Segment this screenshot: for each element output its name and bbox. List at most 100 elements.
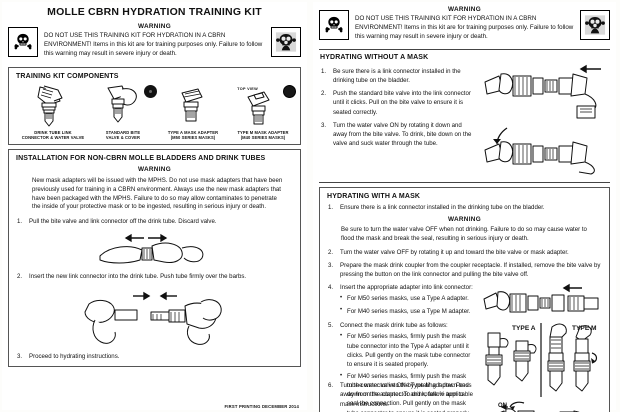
skull-and-crossbones-icon [8, 27, 38, 57]
divider [319, 48, 610, 50]
type-a-type-m-figure: TYPE A TYPE M ON [485, 323, 598, 412]
without-mask-content: 1. Be sure there is a link connector ins… [320, 64, 609, 152]
warning-text: DO NOT USE THIS TRAINING KIT FOR HYDRATI… [355, 15, 574, 40]
installation-steps-3: 3. Proceed to hydrating instructions. [16, 352, 293, 361]
top-warning-band-right: WARNING DO NOT USE THIS TRAINING KIT FOR… [313, 2, 616, 46]
installation-steps: 1. Pull the bite valve and link connecto… [16, 217, 293, 226]
step-number: 3. [17, 352, 23, 360]
without-mask-step: 2. Push the standard bite valve into the… [320, 89, 477, 116]
type-a-label: TYPE A [512, 325, 536, 332]
step-text: Push the standard bite valve into the li… [333, 90, 471, 116]
with-mask-step-1: 1. Ensure there is a link connector inst… [327, 203, 602, 212]
step-text: Be sure there is a link connector instal… [333, 67, 461, 85]
page-left: MOLLE CBRN HYDRATION TRAINING KIT [2, 2, 307, 410]
with-mask-step-6: 6. Turn the water valve ON by rotating i… [327, 381, 479, 408]
step-text: Connect the mask drink tube as follows: [340, 322, 448, 330]
step-text: Prepare the mask drink coupler from the … [340, 262, 601, 279]
adapter-top-view-disc [283, 84, 296, 98]
warning-heading: WARNING [138, 23, 171, 30]
with-mask-step-4-block: 4. Insert the appropriate adapter into l… [327, 283, 602, 319]
installation-warning-text: New mask adapters will be issued with th… [32, 176, 283, 211]
training-kit-components-box: TRAINING KIT COMPONENTS [8, 66, 301, 145]
adapter-top-view-disc [144, 84, 157, 98]
component-item: TOP VIEW [228, 83, 298, 141]
installation-step: 2. Insert the new link connector into th… [16, 272, 293, 281]
step-4-bullets: For M50 series masks, use a Type A adapt… [340, 294, 478, 315]
top-view-label: TOP VIEW [237, 86, 258, 91]
component-item: DRINK TUBE LINK CONNECTOR & WATER VALVE [18, 83, 88, 141]
component-label: TYPE A MASK ADAPTER (M50 SERIES MASKS) [167, 129, 219, 141]
component-label: DRINK TUBE LINK CONNECTOR & WATER VALVE [21, 129, 85, 141]
step-number: 5. [328, 322, 334, 330]
step-number: 2. [17, 273, 23, 281]
without-mask-steps: 1. Be sure there is a link connector ins… [320, 67, 477, 148]
warning-text: DO NOT USE THIS TRAINING KIT FOR HYDRATI… [44, 32, 263, 57]
with-mask-step: 1. Ensure there is a link connector inst… [327, 203, 602, 212]
bullet-item: For M50 series masks, firmly push the ma… [340, 332, 476, 369]
step-text: Turn the water valve OFF by rotating it … [340, 248, 569, 256]
with-mask-warning-text: Be sure to turn the water valve OFF when… [341, 226, 587, 243]
step-text: Ensure there is a link connector install… [340, 204, 545, 212]
step-number: 2. [328, 248, 334, 256]
bullet-item: For M40 series masks, use a Type M adapt… [340, 306, 478, 316]
skull-and-crossbones-icon [319, 10, 349, 40]
hydrating-with-mask-box: HYDRATING WITH A MASK 1. Ensure there is… [319, 187, 610, 412]
bullet-item: For M50 series masks, use a Type A adapt… [340, 294, 478, 303]
component-item: STANDARD BITE VALVE & COVER [88, 83, 158, 141]
step-text: Proceed to hydrating instructions. [29, 352, 120, 360]
step-number: 1. [321, 67, 327, 75]
component-item: TYPE A MASK ADAPTER (M50 SERIES MASKS) [144, 83, 228, 141]
installation-box: INSTALLATION FOR NON-CBRN MOLLE BLADDERS… [8, 148, 301, 367]
step-text: Insert the new link connector into the d… [29, 273, 247, 281]
with-mask-step: 4. Insert the appropriate adapter into l… [327, 283, 478, 292]
cbrn-gas-mask-icon [271, 27, 301, 57]
page-title: MOLLE CBRN HYDRATION TRAINING KIT [47, 6, 262, 18]
warning-heading: WARNING [448, 6, 481, 13]
step-5-bullets: For M50 series masks, firmly push the ma… [340, 332, 476, 412]
page-right: WARNING DO NOT USE THIS TRAINING KIT FOR… [313, 2, 616, 412]
installation-warning-heading: WARNING [138, 165, 171, 173]
installation-warning-block: New mask adapters will be issued with th… [32, 177, 283, 212]
without-mask-step: 3. Turn the water valve ON by rotating i… [320, 121, 477, 148]
with-mask-step: 5. Connect the mask drink tube as follow… [327, 321, 476, 330]
hydrating-without-mask-box: HYDRATING WITHOUT A MASK 1. Be sure ther… [319, 51, 610, 179]
step-number: 6. [328, 382, 334, 390]
divider-2 [319, 182, 610, 184]
step-text: Insert the appropriate adapter into link… [340, 284, 473, 292]
components-row: DRINK TUBE LINK CONNECTOR & WATER VALVE [16, 83, 296, 141]
type-m-label: TYPE M [572, 325, 597, 332]
with-mask-heading: HYDRATING WITH A MASK [327, 193, 421, 201]
with-mask-step-5-block: 5. Connect the mask drink tube as follow… [327, 321, 602, 412]
without-mask-step: 1. Be sure there is a link connector ins… [320, 67, 477, 85]
installation-steps-2: 2. Insert the new link connector into th… [16, 272, 293, 281]
footer-printing-note: FIRST PRINTING DECEMBER 2014 [224, 404, 299, 409]
installation-figure-1 [16, 230, 293, 270]
installation-heading: INSTALLATION FOR NON-CBRN MOLLE BLADDERS… [16, 154, 266, 162]
step-number: 2. [321, 90, 327, 98]
with-mask-warning-heading: WARNING [448, 216, 481, 224]
adapter-insert-figure [483, 284, 599, 313]
bullet-item: For M40 series masks, firmly push the ma… [340, 372, 476, 412]
with-mask-steps: 2. Turn the water valve OFF by rotating … [327, 248, 602, 279]
with-mask-warning-block: Be sure to turn the water valve OFF when… [341, 226, 594, 244]
top-warning-band: WARNING DO NOT USE THIS TRAINING KIT FOR… [2, 21, 307, 63]
step-number: 1. [17, 218, 23, 226]
step-text: Turn the water valve ON by rotating it d… [340, 382, 474, 408]
step-number: 1. [328, 204, 334, 212]
step-text: Turn the water valve ON by rotating it d… [333, 121, 472, 147]
without-mask-figure-2 [484, 127, 595, 175]
component-label: STANDARD BITE VALVE & COVER [105, 129, 141, 141]
component-label: TYPE M MASK ADAPTER (M40 SERIES MASKS) [237, 129, 289, 141]
with-mask-step: 3. Prepare the mask drink coupler from t… [327, 261, 602, 279]
step-number: 3. [328, 262, 334, 270]
components-heading: TRAINING KIT COMPONENTS [16, 72, 119, 80]
installation-step: 3. Proceed to hydrating instructions. [16, 352, 293, 361]
on-label: ON [498, 403, 507, 409]
step-text: Pull the bite valve and link connector o… [29, 218, 217, 226]
with-mask-step-4: 4. Insert the appropriate adapter into l… [327, 283, 478, 292]
installation-figure-2 [16, 286, 293, 348]
with-mask-step-5: 5. Connect the mask drink tube as follow… [327, 321, 476, 330]
cbrn-gas-mask-icon [580, 10, 610, 40]
step-number: 3. [321, 121, 327, 129]
